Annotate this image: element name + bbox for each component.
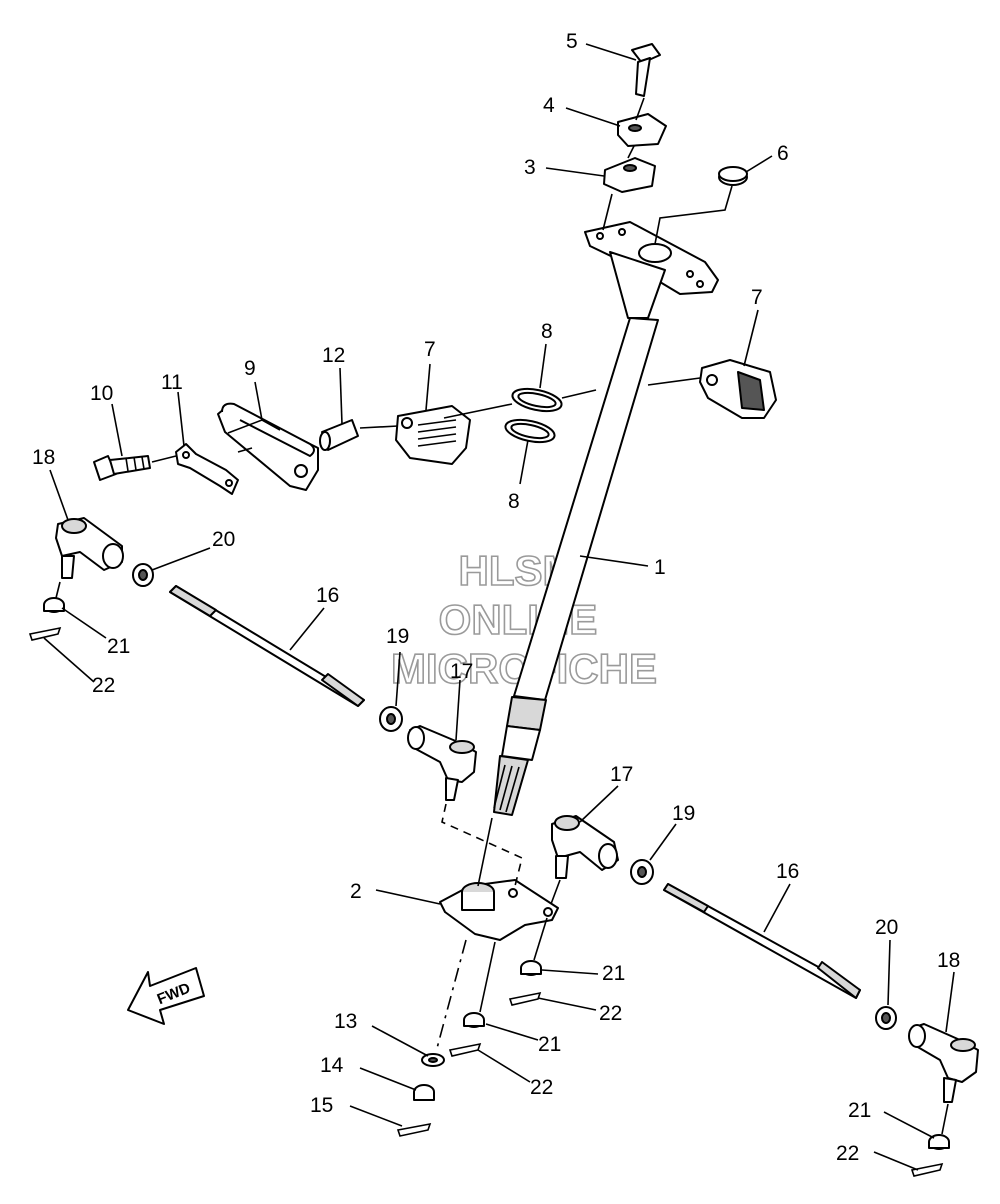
part-21-castle-nut (43, 597, 950, 1150)
callout-4: 4 (543, 94, 555, 117)
part-15-cotter-pin (396, 1122, 432, 1137)
part-18-tie-rod-end-right (908, 1023, 979, 1103)
part-9-lock-plate (217, 402, 319, 491)
callout-21-d: 21 (848, 1099, 871, 1122)
callout-21-a: 21 (107, 635, 130, 658)
callout-16-left: 16 (316, 584, 339, 607)
part-1-steering-shaft (493, 221, 719, 816)
callout-14: 14 (320, 1054, 344, 1077)
part-11-lock-washer (175, 443, 239, 495)
part-17-tie-rod-end-right (551, 815, 619, 879)
callout-13: 13 (334, 1010, 357, 1033)
callout-22-a: 22 (92, 674, 115, 697)
part-7-bushing-left (395, 405, 471, 465)
callout-17-left: 17 (450, 660, 473, 683)
callout-18-right: 18 (937, 949, 960, 972)
callout-18-left: 18 (32, 446, 55, 469)
callout-1: 1 (654, 556, 666, 579)
part-20-nut-left (132, 563, 154, 587)
part-8-ring-upper (511, 387, 563, 413)
callout-22-b: 22 (599, 1002, 622, 1025)
part-16-tie-rod-right (663, 883, 861, 999)
callout-19-left: 19 (386, 625, 409, 648)
part-18-tie-rod-end-left (55, 517, 124, 579)
callout-7-right: 7 (751, 286, 763, 309)
callout-7-left: 7 (424, 338, 436, 361)
callout-numbers: 5 4 3 6 7 7 8 8 9 10 11 12 1 2 18 20 16 … (32, 30, 960, 1165)
part-7-bushing-right (699, 359, 777, 419)
callout-22-c: 22 (530, 1076, 553, 1099)
fwd-arrow-icon: FWD (127, 967, 205, 1025)
part-4-clamp-upper (617, 113, 667, 147)
part-19-nut-right (630, 859, 654, 885)
callout-8-upper: 8 (541, 320, 553, 343)
callout-15: 15 (310, 1094, 333, 1117)
part-10-bolt (93, 455, 151, 481)
part-2-pitman-arm (439, 879, 559, 941)
part-6-cap (718, 166, 748, 186)
callout-8-lower: 8 (508, 490, 520, 513)
part-3-clamp-lower (603, 157, 656, 193)
assembly-lines (55, 97, 949, 1135)
part-8-ring-lower (504, 418, 556, 444)
part-14-nut (413, 1084, 435, 1101)
part-17-tie-rod-end-center (407, 725, 477, 801)
callout-6: 6 (777, 142, 789, 165)
callout-19-right: 19 (672, 802, 695, 825)
callout-12: 12 (322, 344, 345, 367)
part-13-washer (421, 1053, 445, 1067)
callout-21-c: 21 (538, 1033, 561, 1056)
leader-lines (43, 43, 955, 1171)
callout-20-left: 20 (212, 528, 235, 551)
callout-20-right: 20 (875, 916, 898, 939)
callout-5: 5 (566, 30, 578, 53)
callout-10: 10 (90, 382, 113, 405)
part-20-nut-right (875, 1006, 897, 1030)
callout-2: 2 (350, 880, 362, 903)
part-16-tie-rod-left (169, 585, 365, 707)
part-12-collar (319, 419, 359, 451)
callout-9: 9 (244, 357, 256, 380)
callout-17-right: 17 (610, 763, 633, 786)
callout-21-b: 21 (602, 962, 625, 985)
callout-11: 11 (161, 371, 183, 394)
callout-16-right: 16 (776, 860, 799, 883)
callout-22-d: 22 (836, 1142, 859, 1165)
part-5-bolt (631, 43, 661, 97)
part-19-nut-left (379, 706, 403, 732)
callout-3: 3 (524, 156, 536, 179)
